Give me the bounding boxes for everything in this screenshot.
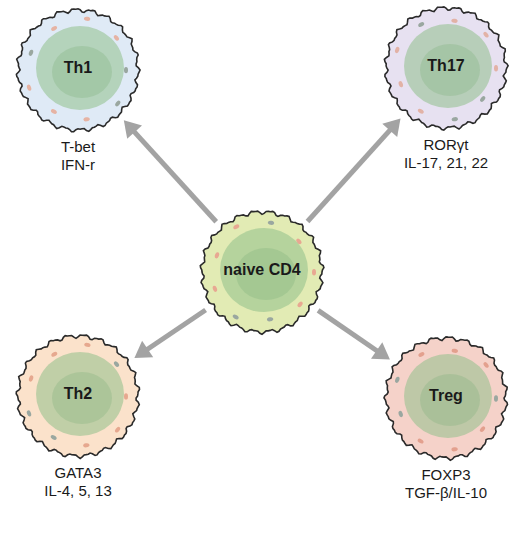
granule (233, 223, 241, 230)
granule (84, 342, 91, 347)
differentiation-arrow (308, 119, 401, 222)
arrow-head (371, 342, 390, 359)
cell-name: Th17 (376, 57, 516, 75)
granule (113, 360, 120, 367)
cytokine-list: IL-4, 5, 13 (0, 482, 158, 500)
arrow-shaft (133, 131, 216, 222)
granule (479, 95, 486, 102)
transcription-factor: RORγt (366, 136, 520, 154)
arrow-head (124, 120, 142, 139)
granule (451, 447, 458, 452)
granule (451, 18, 458, 23)
granule (50, 434, 58, 441)
granule (494, 65, 498, 71)
granule (451, 348, 458, 353)
arrow-head (382, 119, 400, 138)
granule (124, 393, 128, 399)
granule (398, 410, 404, 417)
granule (83, 117, 90, 122)
granule (50, 108, 58, 115)
granule (482, 31, 489, 38)
granule (312, 269, 316, 275)
granule (212, 285, 218, 292)
granule (268, 220, 275, 225)
granule (26, 410, 32, 417)
granule (28, 49, 34, 56)
arrow-head (134, 341, 153, 358)
granule (394, 46, 400, 53)
cell-name: Th1 (8, 59, 148, 77)
granule (214, 252, 220, 259)
marker-list: FOXP3TGF-β/IL-10 (366, 466, 520, 502)
transcription-factor: GATA3 (0, 464, 158, 482)
granule (114, 100, 121, 107)
granule (483, 361, 490, 368)
granule (232, 314, 240, 321)
granule (394, 376, 400, 383)
cell-node: naive CD4 (192, 206, 332, 338)
arrow-shaft (308, 129, 392, 222)
granule (124, 67, 128, 73)
granule (297, 301, 304, 308)
cytokine-list: IFN-r (0, 156, 158, 174)
granule (50, 25, 58, 32)
cell-name: Treg (376, 387, 516, 405)
granule (494, 395, 498, 401)
granule (114, 426, 121, 433)
transcription-factor: FOXP3 (366, 466, 520, 484)
granule (418, 351, 426, 358)
cytokine-list: TGF-β/IL-10 (366, 484, 520, 502)
granule (417, 21, 425, 28)
cell-node: TregFOXP3TGF-β/IL-10 (376, 332, 516, 506)
granule (451, 117, 458, 122)
marker-list: RORγtIL-17, 21, 22 (366, 136, 520, 172)
cell-node: Th1T-betIFN-r (8, 4, 148, 178)
arrow-shaft (318, 310, 378, 351)
granule (84, 16, 91, 21)
arrow-shaft (146, 310, 206, 350)
marker-list: GATA3IL-4, 5, 13 (0, 464, 158, 500)
granule (28, 375, 34, 382)
differentiation-arrow (318, 310, 390, 359)
granule (417, 438, 425, 445)
cell-name: Th2 (8, 385, 148, 403)
differentiation-arrow (124, 120, 216, 221)
transcription-factor: T-bet (0, 138, 158, 156)
granule (26, 84, 32, 91)
granule (417, 108, 425, 115)
granule (398, 81, 404, 88)
cell-node: Th2GATA3IL-4, 5, 13 (8, 330, 148, 504)
cell-node: Th17RORγtIL-17, 21, 22 (376, 2, 516, 176)
granule (83, 443, 90, 448)
cytokine-list: IL-17, 21, 22 (366, 154, 520, 172)
cell-name: naive CD4 (192, 261, 332, 279)
granule (113, 34, 120, 41)
marker-list: T-betIFN-r (0, 138, 158, 174)
granule (267, 317, 274, 322)
granule (51, 351, 59, 358)
granule (479, 425, 486, 432)
differentiation-arrow (134, 310, 205, 358)
